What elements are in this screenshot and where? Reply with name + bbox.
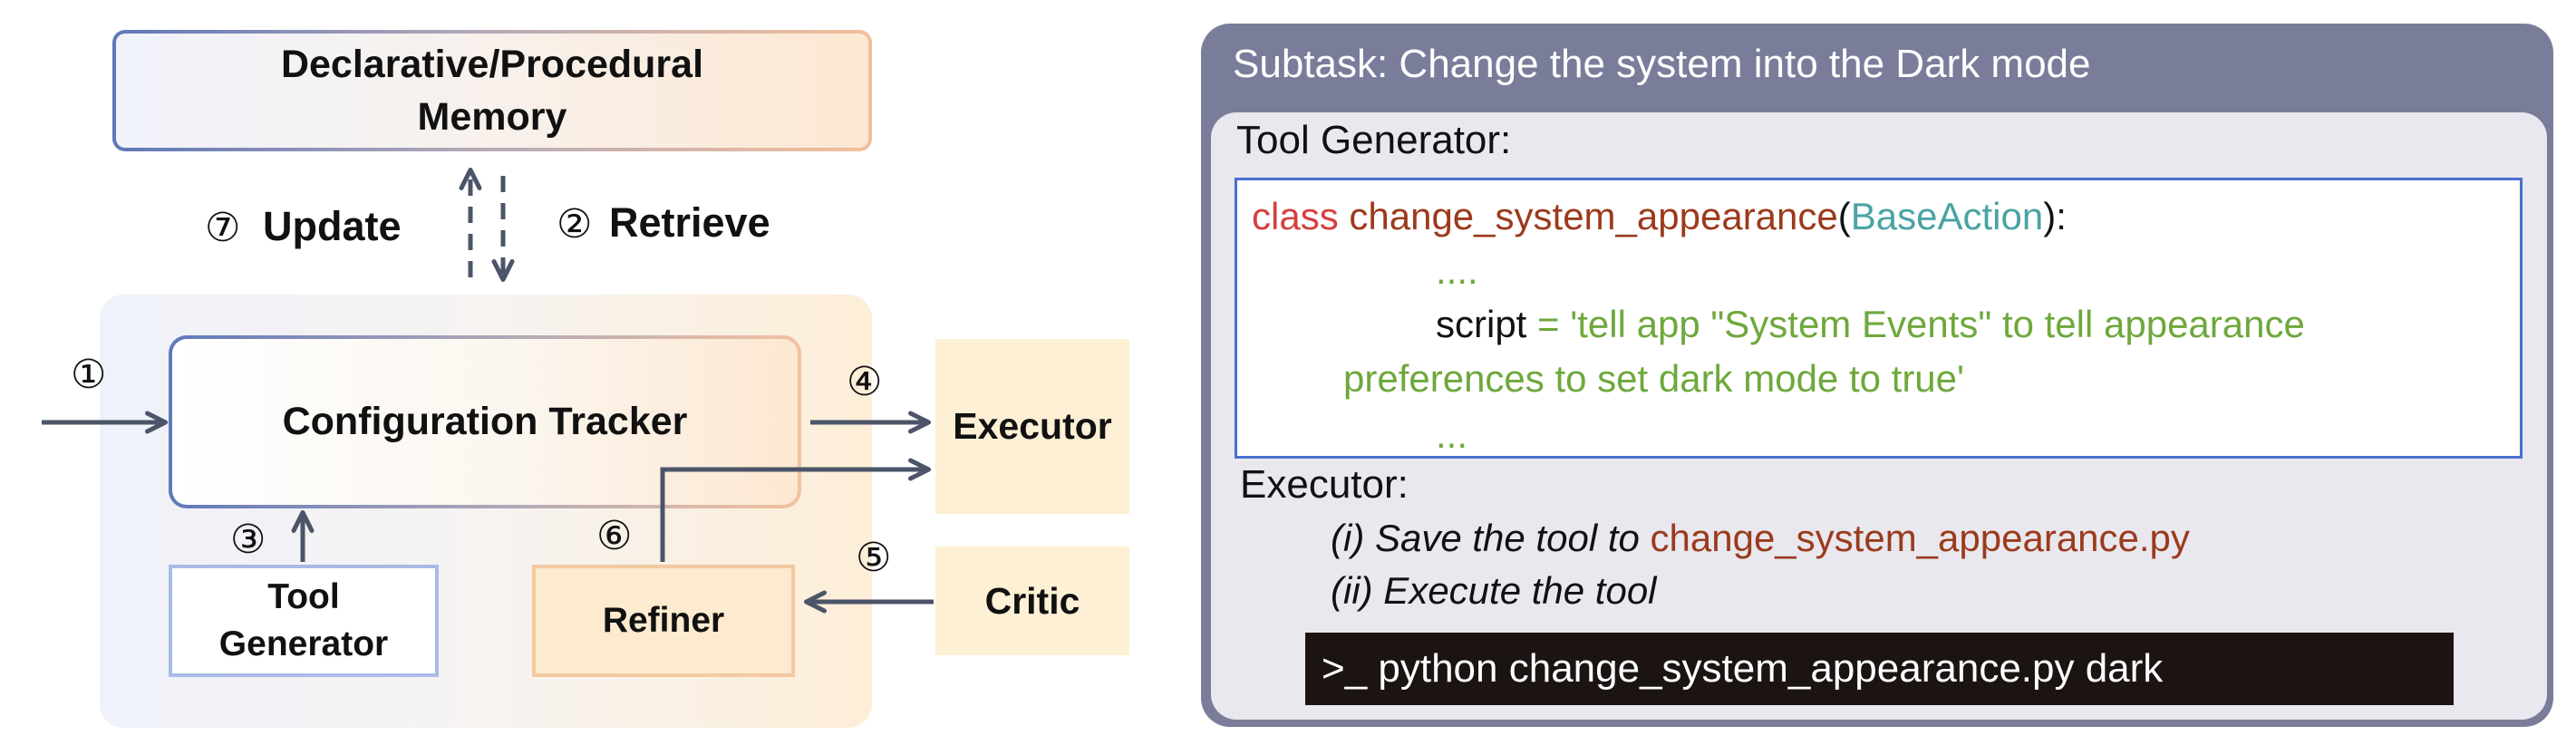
step-5-marker: ⑤ <box>856 536 892 580</box>
code-script-line2: preferences to set dark mode to true' <box>1343 357 1965 400</box>
tool-generator-box: Tool Generator <box>169 565 439 677</box>
code-base-class: BaseAction <box>1850 195 2044 237</box>
code-ellipsis-top: .... <box>1436 249 1478 292</box>
step-2-marker: ② <box>557 202 593 247</box>
executor-step-1: (i) Save the tool to change_system_appea… <box>1331 517 2190 560</box>
tool-generator-section-label: Tool Generator: <box>1236 118 1512 162</box>
subtask-header: Subtask: Change the system into the Dark… <box>1233 42 2091 86</box>
tool-generator-line1: Tool <box>267 577 340 616</box>
architecture-diagram: Declarative/Procedural Memory Configurat… <box>0 0 1142 745</box>
terminal-command-bar: >_ python change_system_appearance.py da… <box>1305 633 2454 705</box>
memory-label-line2: Memory <box>417 95 567 139</box>
diagram-arrows <box>42 168 934 614</box>
step-7-marker: ⑦ <box>205 206 241 250</box>
executor-section-label: Executor: <box>1240 462 1409 507</box>
executor-box: Executor <box>935 339 1129 514</box>
update-label: Update <box>263 203 402 249</box>
critic-box: Critic <box>935 547 1129 655</box>
executor-step-2: (ii) Execute the tool <box>1331 569 1657 613</box>
configuration-tracker-box: Configuration Tracker <box>169 335 801 508</box>
executor-step-1-text: (i) Save the tool to <box>1331 517 1651 559</box>
code-paren-close: ): <box>2043 195 2067 237</box>
retrieve-label: Retrieve <box>609 199 770 246</box>
code-block <box>1235 178 2523 459</box>
step-3-marker: ③ <box>230 518 266 562</box>
executor-step-2-text: (ii) Execute the tool <box>1331 569 1657 612</box>
code-assign-var: script <box>1436 303 1527 345</box>
code-class-name: change_system_appearance <box>1349 195 1838 237</box>
code-paren-open: ( <box>1837 195 1851 237</box>
code-script-line1: 'tell app "System Events" to tell appear… <box>1570 303 2305 345</box>
code-ellipsis-bottom: ... <box>1436 413 1468 456</box>
critic-label: Critic <box>984 579 1080 622</box>
memory-label-line1: Declarative/Procedural <box>280 43 704 86</box>
step-1-marker: ① <box>71 353 107 397</box>
executor-step-1-file: change_system_appearance.py <box>1650 517 2190 559</box>
tool-generator-line2: Generator <box>218 624 389 663</box>
code-line-script: script = 'tell app "System Events" to te… <box>1436 303 2305 346</box>
code-keyword: class <box>1252 195 1339 237</box>
configuration-tracker-label: Configuration Tracker <box>282 400 688 443</box>
code-assign-op: = <box>1537 303 1560 345</box>
refiner-box: Refiner <box>532 565 795 677</box>
step-4-marker: ④ <box>847 360 883 404</box>
terminal-command: >_ python change_system_appearance.py da… <box>1322 646 2164 691</box>
refiner-to-executor-arrow <box>660 458 931 562</box>
executor-label: Executor <box>953 405 1112 447</box>
step-6-marker: ⑥ <box>596 514 633 558</box>
memory-box: Declarative/Procedural Memory <box>112 30 872 151</box>
refiner-label: Refiner <box>602 601 725 640</box>
code-line-class-def: class change_system_appearance(BaseActio… <box>1252 195 2067 238</box>
